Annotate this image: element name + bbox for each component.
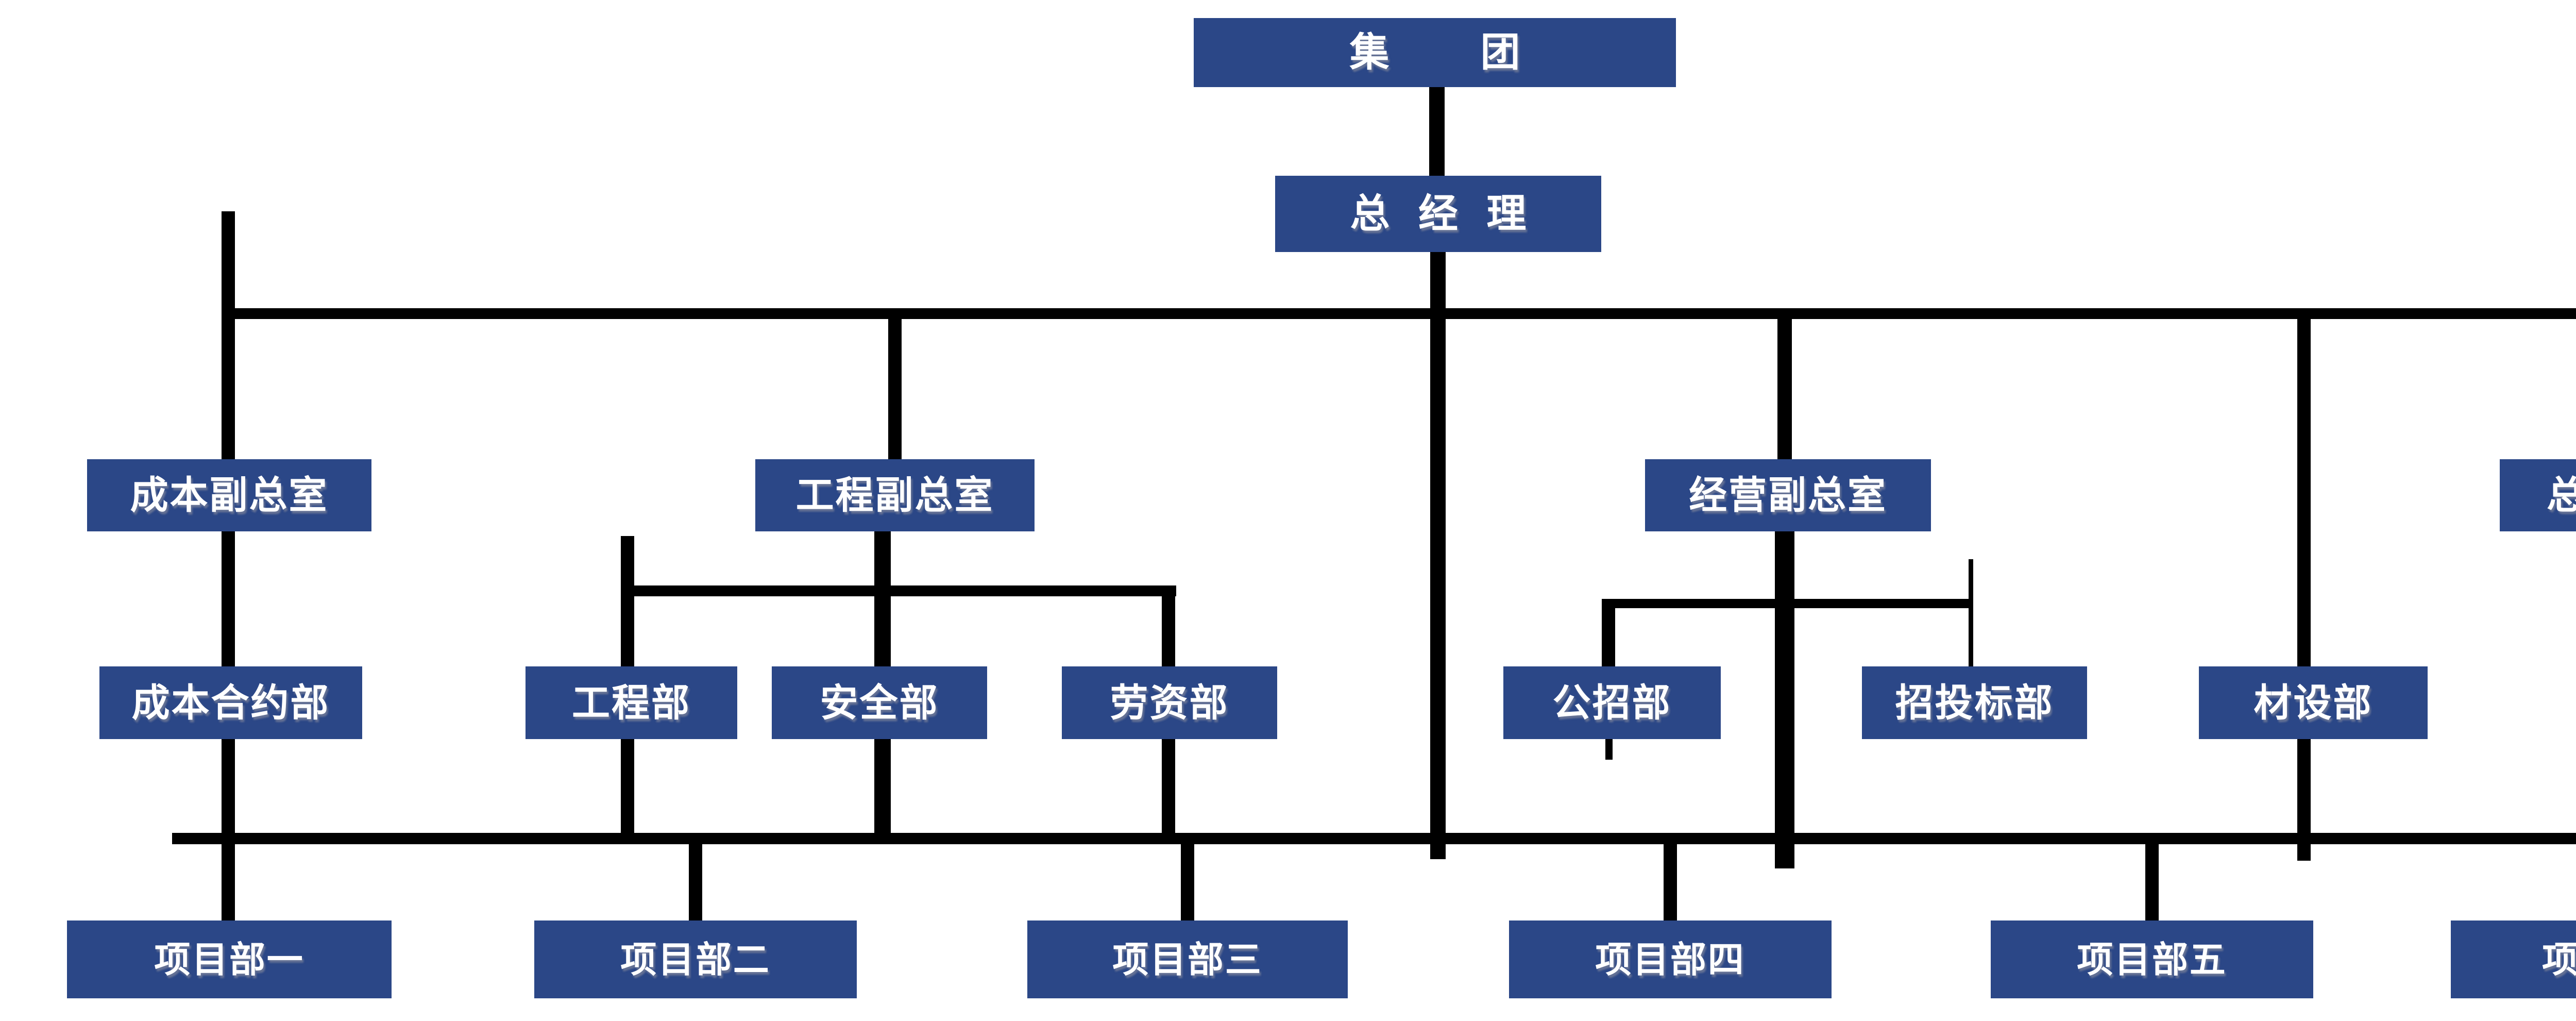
org-node-engineering-deputy-office: 工程副总室 — [755, 459, 1035, 531]
org-node-label: 总经理 — [1350, 191, 1555, 236]
connector-engineering-bus — [621, 585, 1176, 596]
connector-operations-top — [1777, 308, 1792, 459]
org-node-labor-wage-dept: 劳资部 — [1062, 666, 1277, 739]
org-node-label: 总工室 — [2547, 476, 2576, 514]
org-node-label: 项目部四 — [1595, 939, 1745, 980]
org-node-label: 成本副总室 — [130, 474, 329, 516]
org-node-cost-contract-dept: 成本合约部 — [99, 666, 362, 739]
connector-public-bidding-lower-stub — [1605, 739, 1613, 760]
connector-project4-stub — [1664, 844, 1677, 920]
org-node-project-dept-5: 项目部五 — [1991, 920, 2313, 998]
org-node-label: 材设部 — [2253, 681, 2373, 724]
org-node-project-dept-4: 项目部四 — [1509, 920, 1832, 998]
org-node-label: 安全部 — [820, 681, 939, 724]
org-node-materials-equipment-dept: 材设部 — [2199, 666, 2428, 739]
org-node-label: 集团 — [1349, 30, 1612, 75]
org-node-public-bidding-dept: 公招部 — [1503, 666, 1721, 739]
org-node-label: 项目部三 — [1112, 939, 1263, 980]
connector-bottom-bus — [172, 833, 2576, 844]
org-node-project-dept-3: 项目部三 — [1027, 920, 1348, 998]
connector-materials-line — [2297, 308, 2311, 861]
org-node-label: 项目部一 — [154, 939, 304, 980]
connector-project2-stub — [689, 844, 702, 920]
org-node-label: 经营副总室 — [1689, 474, 1887, 516]
connector-tendering-line — [1969, 559, 1973, 666]
org-node-label: 工程部 — [572, 681, 691, 724]
org-node-project-dept-n: 项目部N — [2451, 920, 2576, 998]
connector-group-to-gm — [1429, 87, 1445, 176]
org-node-engineering-dept: 工程部 — [526, 666, 737, 739]
org-node-label: 公招部 — [1552, 681, 1672, 724]
org-node-safety-dept: 安全部 — [772, 666, 987, 739]
org-node-cost-deputy-office: 成本副总室 — [87, 459, 371, 531]
connector-operations-bus — [1602, 599, 1973, 608]
connector-engineering-top — [888, 308, 902, 459]
org-node-group: 集团 — [1194, 18, 1676, 87]
connector-left-trunk — [222, 211, 235, 920]
org-node-operations-deputy-office: 经营副总室 — [1645, 459, 1931, 531]
org-node-label: 工程副总室 — [795, 474, 994, 516]
org-node-label: 项目部五 — [2077, 939, 2227, 980]
connector-main-trunk — [1430, 252, 1446, 859]
org-node-project-dept-2: 项目部二 — [534, 920, 857, 998]
org-node-chief-engineer-office: 总工室 — [2500, 459, 2576, 531]
org-node-label: 成本合约部 — [131, 681, 330, 724]
org-node-project-dept-1: 项目部一 — [67, 920, 392, 998]
org-node-tendering-dept: 招投标部 — [1862, 666, 2087, 739]
org-node-label: 项目部N — [2542, 939, 2576, 980]
org-node-label: 劳资部 — [1110, 681, 1229, 724]
connector-project5-stub — [2145, 844, 2159, 920]
org-node-general-manager: 总经理 — [1275, 176, 1601, 252]
connector-project3-stub — [1181, 844, 1194, 920]
org-node-label: 招投标部 — [1895, 681, 2054, 724]
connector-operations-bottom — [1775, 531, 1794, 868]
org-node-label: 项目部二 — [620, 939, 771, 980]
connector-level1-bus — [222, 308, 2576, 319]
connector-public-bidding-stub — [1602, 599, 1615, 666]
